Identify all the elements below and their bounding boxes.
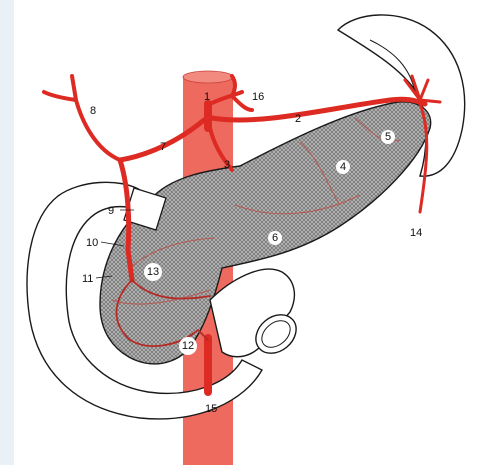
- label-12: 12: [182, 340, 194, 352]
- label-2: 2: [295, 113, 301, 125]
- circled-label-5: 5: [381, 130, 395, 144]
- label-8: 8: [90, 105, 96, 117]
- label-14: 14: [410, 227, 422, 239]
- label-5: 5: [385, 131, 391, 143]
- circled-label-12: 12: [179, 337, 197, 355]
- left-edge-band: [0, 0, 14, 465]
- label-10: 10: [86, 237, 98, 249]
- label-9: 9: [108, 205, 114, 217]
- label-3: 3: [224, 159, 230, 171]
- aorta-top: [183, 71, 233, 83]
- label-7: 7: [160, 141, 166, 153]
- label-13: 13: [147, 266, 159, 278]
- label-1: 1: [204, 91, 210, 103]
- label-15: 15: [205, 403, 217, 415]
- label-4: 4: [340, 161, 346, 173]
- label-16: 16: [252, 91, 264, 103]
- label-6: 6: [272, 232, 278, 244]
- circled-label-4: 4: [336, 160, 350, 174]
- circled-label-13: 13: [144, 263, 162, 281]
- proper-hepatic-artery: [44, 76, 120, 160]
- label-11: 11: [82, 273, 93, 285]
- circled-label-6: 6: [268, 231, 282, 245]
